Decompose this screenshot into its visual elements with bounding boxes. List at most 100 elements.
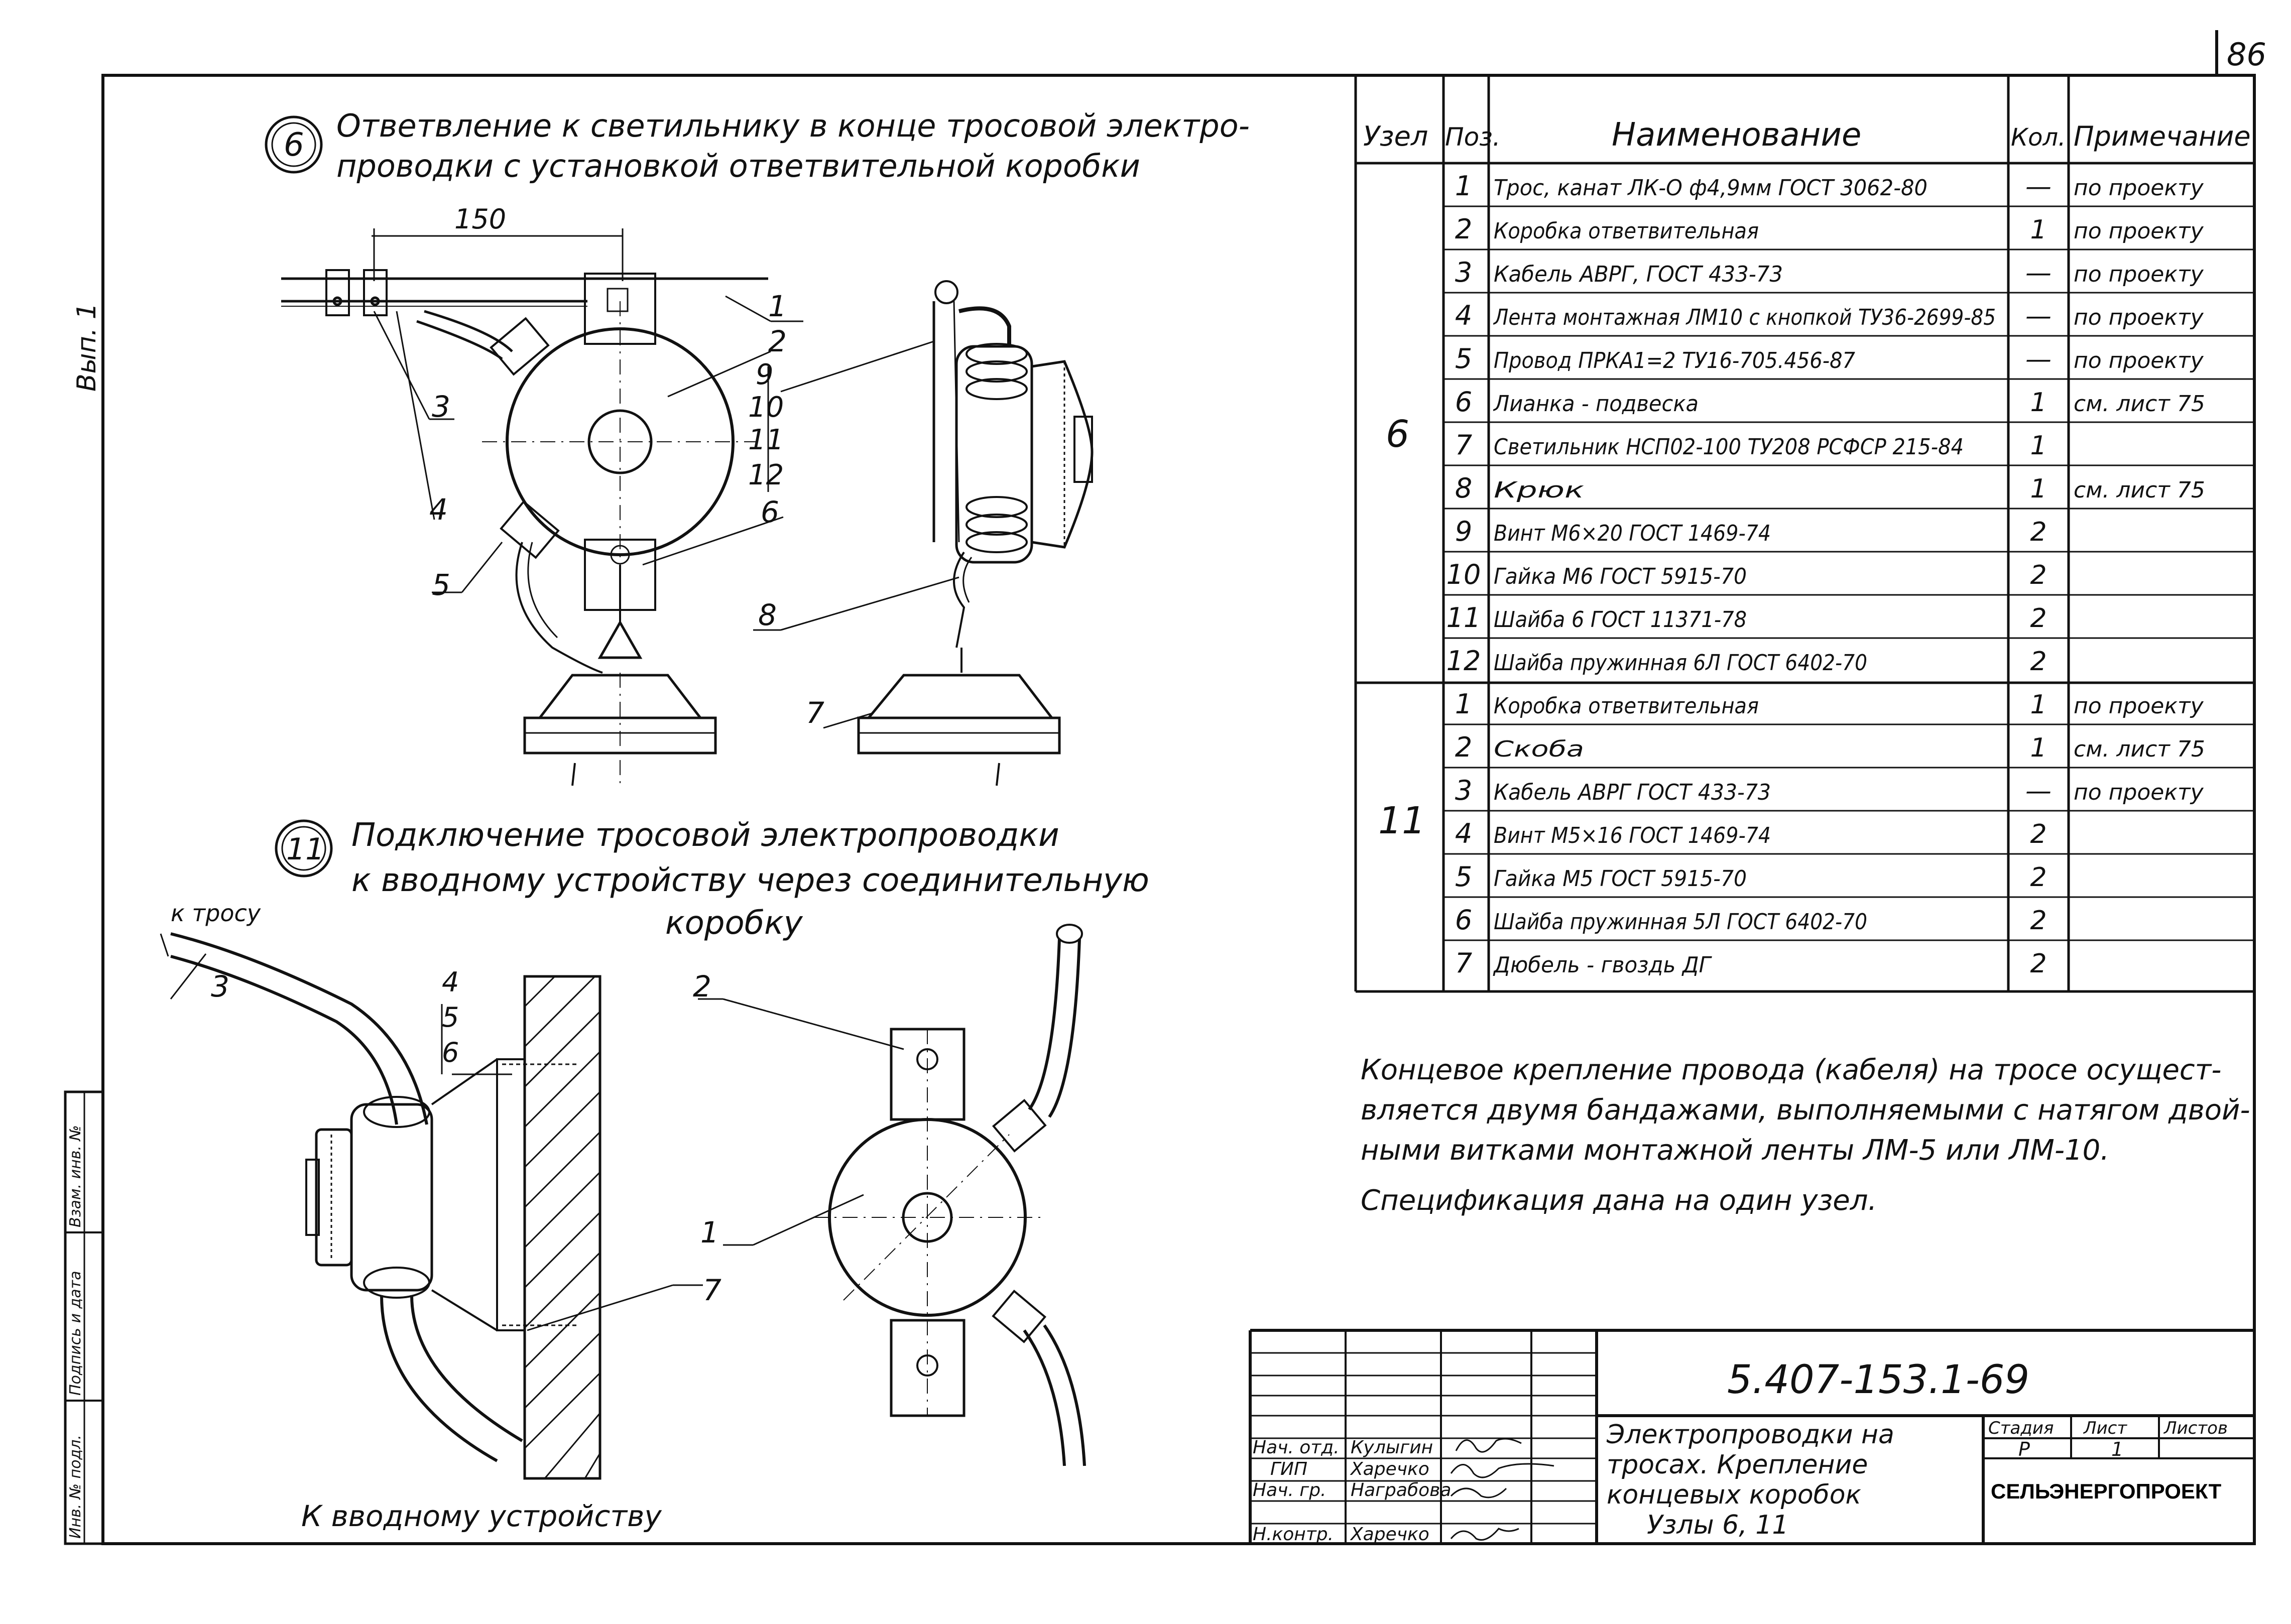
table-cell-note: см. лист 75 (2074, 736, 2205, 762)
table-cell-pos: 3 (1455, 775, 1472, 806)
node11-front-callouts: 2 1 (693, 969, 719, 1250)
stamp-title-line2: тросах. Крепление (1607, 1450, 1868, 1480)
node11-wall-callouts: к тросу 3 4 5 6 7 К вводному устройству (171, 900, 721, 1533)
stamp-stage: Р (2018, 1438, 2030, 1460)
stamp-name-1: Кулыгин (1351, 1437, 1433, 1458)
node6-callout-10: 10 (748, 391, 784, 424)
table-cell-name: Шайба пружинная 6Л ГОСТ 6402-70 (1494, 650, 1867, 676)
table-cell-pos: 7 (1455, 947, 1472, 979)
node6-title-line2: проводки с установкой ответвительной кор… (336, 148, 1140, 184)
table-cell-name: Кабель АВРГ, ГОСТ 433-73 (1494, 262, 1783, 287)
table-cell-qty: 1 (2030, 733, 2046, 763)
node11-number: 11 (286, 832, 324, 867)
stamp-title-line3: концевых коробок (1607, 1480, 1862, 1510)
signature-2 (1450, 1463, 1554, 1478)
node6-callout-3: 3 (432, 390, 450, 424)
table-cell-note: по проекту (2074, 218, 2204, 244)
stamp-name-2: Харечко (1350, 1459, 1429, 1479)
table-cell-pos: 4 (1455, 300, 1472, 331)
table-cell-qty: — (2025, 172, 2052, 202)
doc-code: 5.407-153.1-69 (1727, 1357, 2029, 1403)
table-cell-pos: 6 (1455, 904, 1472, 936)
stamp-role-1: Нач. отд. (1253, 1437, 1340, 1458)
table-group-node-6: 6 (1386, 413, 1409, 456)
stamp-title-line4: Узлы 6, 11 (1647, 1510, 1788, 1540)
table-cell-qty: 2 (2030, 560, 2046, 590)
table-cell-name: Винт М6×20 ГОСТ 1469-74 (1494, 521, 1771, 546)
table-cell-name: Светильник НСП02-100 ТУ208 РСФСР 215-84 (1494, 434, 1964, 460)
node6-number: 6 (284, 127, 304, 164)
node6-front-callouts: 1 2 9 10 11 12 3 6 4 5 (429, 289, 787, 602)
node11-callout-2: 2 (693, 969, 711, 1004)
table-cell-name: Дюбель - гвоздь ДГ (1493, 952, 1712, 978)
title-block-text: 5.407-153.1-69 Электропроводки на тросах… (1253, 1357, 2228, 1545)
table-cell-note: по проекту (2074, 305, 2204, 330)
table-cell-name: Скоба (1494, 736, 1584, 762)
table-cell-qty: 2 (2030, 949, 2046, 979)
table-cell-qty: 2 (2030, 603, 2046, 634)
side-stamp-sign: Подпись и дата (67, 1271, 84, 1396)
note-line-1: Концевое крепление провода (кабеля) на т… (1361, 1054, 2222, 1086)
table-cell-qty: 2 (2030, 647, 2046, 677)
node11-to-input: К вводному устройству (301, 1499, 662, 1533)
node6-callout-5: 5 (432, 568, 450, 602)
table-cell-pos: 9 (1455, 516, 1472, 547)
side-stamp-inv: Взам. инв. № (67, 1125, 84, 1227)
table-cell-note: по проекту (2074, 693, 2204, 719)
table-cell-pos: 1 (1455, 170, 1472, 202)
note-line-4: Спецификация дана на один узел. (1361, 1184, 1877, 1217)
table-group-node-11: 11 (1378, 799, 1425, 842)
node11-callout-6: 6 (442, 1037, 459, 1068)
table-cell-qty: 2 (2030, 862, 2046, 893)
table-header-qty: Кол. (2011, 123, 2066, 152)
table-cell-pos: 3 (1455, 257, 1472, 288)
table-cell-pos: 2 (1455, 731, 1472, 763)
node11-callout-1: 1 (700, 1215, 719, 1250)
table-cell-pos: 1 (1455, 688, 1472, 720)
node6-dim-150: 150 (454, 203, 506, 235)
table-cell-qty: 2 (2030, 906, 2046, 936)
node6-callout-2: 2 (768, 324, 787, 358)
node6-title-line1: Ответвление к светильнику в конце тросов… (336, 107, 1250, 144)
table-cell-qty: 2 (2030, 517, 2046, 547)
table-cell-qty: — (2025, 301, 2052, 331)
table-cell-name: Провод ПРКА1=2 ТУ16-705.456-87 (1494, 348, 1855, 373)
stamp-stage-label: Стадия (1988, 1418, 2054, 1438)
table-cell-qty: 1 (2030, 474, 2046, 504)
table-cell-name: Крюк (1494, 477, 1585, 503)
table-cell-note: по проекту (2074, 780, 2204, 805)
table-cell-qty: — (2025, 344, 2052, 374)
node6-front-view: 150 (281, 203, 1000, 786)
table-cell-name: Гайка М6 ГОСТ 5915-70 (1494, 564, 1747, 589)
stamp-name-4: Харечко (1350, 1524, 1429, 1545)
notes: Концевое крепление провода (кабеля) на т… (1361, 1054, 2250, 1217)
node11-header: 11 Подключение тросовой электропроводки … (275, 817, 1149, 942)
table-cell-name: Шайба 6 ГОСТ 11371-78 (1494, 607, 1747, 633)
table-cell-note: по проекту (2074, 175, 2204, 201)
signature-1 (1455, 1438, 1522, 1453)
table-cell-name: Коробка ответвительная (1494, 218, 1759, 244)
spec-table: Узел Поз. Наименование Кол. Примечание 6… (1354, 75, 2254, 993)
table-cell-pos: 5 (1455, 861, 1472, 893)
stamp-title-line1: Электропроводки на (1606, 1420, 1894, 1450)
table-cell-pos: 4 (1455, 818, 1472, 849)
node6-side-view (753, 280, 1094, 755)
note-line-3: ными витками монтажной ленты ЛМ-5 или ЛМ… (1361, 1134, 2109, 1167)
table-header-pos: Поз. (1445, 122, 1501, 152)
stamp-role-4: Н.контр. (1253, 1524, 1334, 1545)
table-cell-qty: 2 (2030, 819, 2046, 849)
table-cell-note: по проекту (2074, 348, 2204, 373)
node11-title-line2: к вводному устройству через соединительн… (351, 862, 1149, 899)
node11-callout-5: 5 (442, 1002, 459, 1033)
stamp-role-2: ГИП (1270, 1459, 1307, 1479)
table-cell-pos: 6 (1455, 386, 1472, 418)
node6-callout-6: 6 (761, 495, 779, 529)
node6-callout-9: 9 (756, 358, 774, 391)
node6-header: 6 Ответвление к светильнику в конце трос… (265, 107, 1250, 184)
table-cell-qty: 1 (2030, 388, 2046, 418)
node6-callout-1: 1 (768, 289, 787, 323)
table-header-note: Примечание (2074, 120, 2251, 152)
table-cell-name: Лианка - подвеска (1493, 391, 1699, 417)
